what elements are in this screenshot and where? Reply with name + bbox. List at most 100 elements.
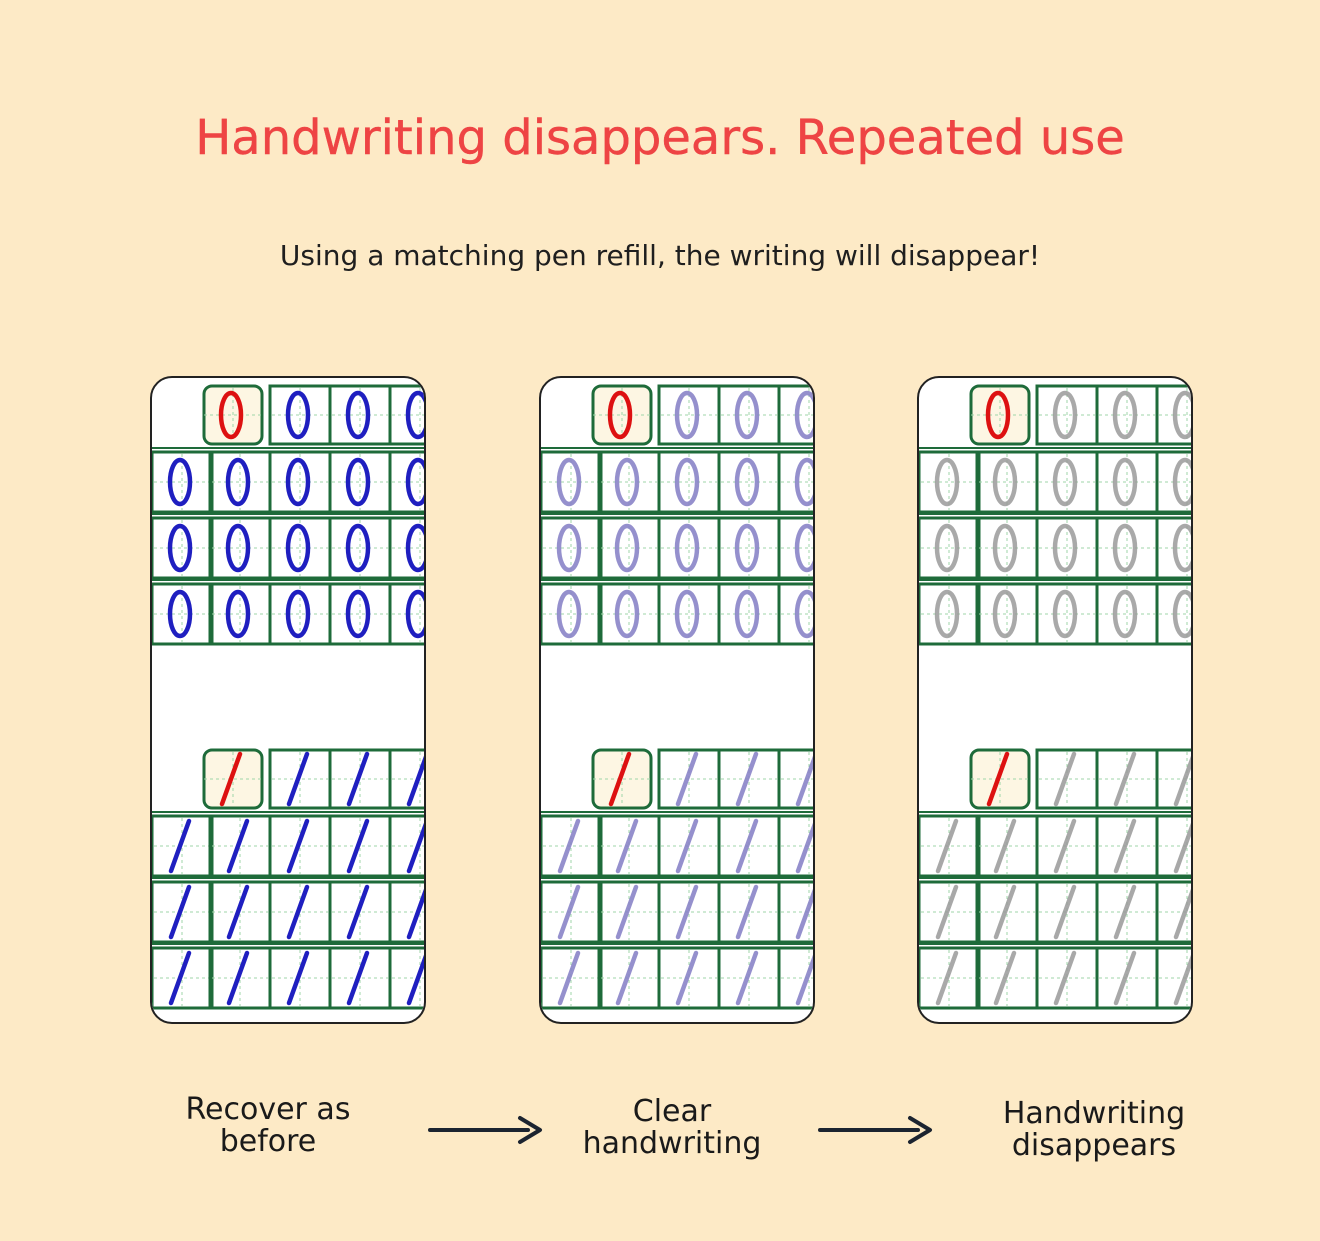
traced-glyph bbox=[992, 523, 1018, 573]
practice-cell bbox=[777, 450, 813, 514]
practice-cell bbox=[388, 384, 424, 446]
traced-glyph bbox=[674, 457, 700, 507]
practice-cell bbox=[1095, 946, 1159, 1010]
traced-glyph bbox=[795, 888, 813, 940]
traced-glyph bbox=[794, 390, 813, 440]
traced-glyph bbox=[226, 884, 250, 940]
traced-glyph bbox=[406, 755, 424, 807]
traced-glyph bbox=[405, 523, 424, 573]
practice-cell bbox=[1155, 516, 1191, 580]
practice-cell bbox=[1095, 880, 1159, 944]
traced-glyph bbox=[794, 457, 813, 507]
practice-cell bbox=[777, 946, 813, 1010]
traced-glyph bbox=[406, 822, 424, 874]
traced-glyph bbox=[734, 523, 760, 573]
traced-glyph bbox=[346, 818, 370, 874]
traced-glyph bbox=[285, 390, 311, 440]
practice-cell bbox=[717, 384, 781, 446]
practice-cell bbox=[777, 582, 813, 646]
practice-cell bbox=[268, 814, 332, 878]
caption-recover: Recover as before bbox=[138, 1094, 398, 1158]
sample-glyph bbox=[607, 390, 633, 440]
traced-glyph bbox=[346, 751, 370, 807]
practice-cell bbox=[657, 384, 721, 446]
practice-card-disappears bbox=[917, 376, 1193, 1024]
practice-cell bbox=[208, 880, 272, 944]
traced-glyph bbox=[1172, 457, 1191, 507]
caption-line: before bbox=[219, 1124, 317, 1159]
practice-cell bbox=[1155, 946, 1191, 1010]
traced-glyph bbox=[614, 523, 640, 573]
traced-glyph bbox=[795, 755, 813, 807]
practice-cell bbox=[1035, 516, 1099, 580]
practice-cell bbox=[717, 582, 781, 646]
traced-glyph bbox=[167, 457, 193, 507]
practice-cell bbox=[208, 946, 272, 1010]
practice-cell bbox=[268, 946, 332, 1010]
traced-glyph bbox=[614, 589, 640, 639]
practice-cell bbox=[1095, 814, 1159, 878]
traced-glyph bbox=[1052, 457, 1078, 507]
traced-glyph bbox=[345, 523, 371, 573]
practice-cell bbox=[919, 880, 981, 944]
traced-glyph bbox=[674, 390, 700, 440]
sample-glyph bbox=[608, 751, 632, 807]
traced-glyph bbox=[286, 884, 310, 940]
traced-glyph bbox=[675, 751, 699, 807]
traced-glyph bbox=[556, 457, 582, 507]
traced-glyph bbox=[934, 457, 960, 507]
traced-glyph bbox=[1112, 523, 1138, 573]
traced-glyph bbox=[1052, 523, 1078, 573]
traced-glyph bbox=[556, 523, 582, 573]
practice-cell bbox=[541, 450, 603, 514]
caption-clear: Clear handwriting bbox=[542, 1096, 802, 1160]
practice-cell bbox=[657, 582, 721, 646]
traced-glyph bbox=[734, 390, 760, 440]
traced-glyph bbox=[406, 888, 424, 940]
traced-glyph bbox=[168, 884, 192, 940]
traced-glyph bbox=[168, 950, 192, 1006]
practice-cell bbox=[975, 516, 1039, 580]
practice-cell bbox=[777, 384, 813, 446]
traced-glyph bbox=[225, 457, 251, 507]
traced-glyph bbox=[1053, 884, 1077, 940]
practice-cell bbox=[328, 880, 392, 944]
practice-cell bbox=[152, 946, 214, 1010]
traced-glyph bbox=[1173, 954, 1191, 1006]
practice-cell bbox=[328, 582, 392, 646]
sample-glyph bbox=[219, 751, 243, 807]
practice-cell bbox=[1095, 384, 1159, 446]
traced-glyph bbox=[1112, 589, 1138, 639]
traced-glyph bbox=[346, 884, 370, 940]
practice-cell bbox=[975, 880, 1039, 944]
traced-glyph bbox=[992, 457, 1018, 507]
traced-glyph bbox=[226, 818, 250, 874]
practice-cell bbox=[388, 516, 424, 580]
traced-glyph bbox=[1173, 755, 1191, 807]
practice-cell bbox=[1155, 748, 1191, 810]
practice-cell bbox=[1155, 450, 1191, 514]
practice-cell bbox=[657, 748, 721, 810]
traced-glyph bbox=[993, 884, 1017, 940]
practice-cell bbox=[541, 880, 603, 944]
traced-glyph bbox=[285, 589, 311, 639]
traced-glyph bbox=[993, 818, 1017, 874]
traced-glyph bbox=[286, 818, 310, 874]
traced-glyph bbox=[675, 818, 699, 874]
practice-cell bbox=[1095, 450, 1159, 514]
practice-cell bbox=[1035, 880, 1099, 944]
traced-glyph bbox=[1053, 818, 1077, 874]
traced-glyph bbox=[406, 954, 424, 1006]
traced-glyph bbox=[167, 589, 193, 639]
traced-glyph bbox=[1053, 950, 1077, 1006]
caption-line: Recover as bbox=[185, 1092, 351, 1127]
traced-glyph bbox=[557, 884, 581, 940]
traced-glyph bbox=[1113, 818, 1137, 874]
practice-cell bbox=[975, 814, 1039, 878]
sample-cell bbox=[969, 384, 1031, 446]
practice-cell bbox=[208, 814, 272, 878]
traced-glyph bbox=[675, 884, 699, 940]
traced-glyph bbox=[556, 589, 582, 639]
practice-cell bbox=[657, 450, 721, 514]
practice-cell bbox=[597, 814, 661, 878]
